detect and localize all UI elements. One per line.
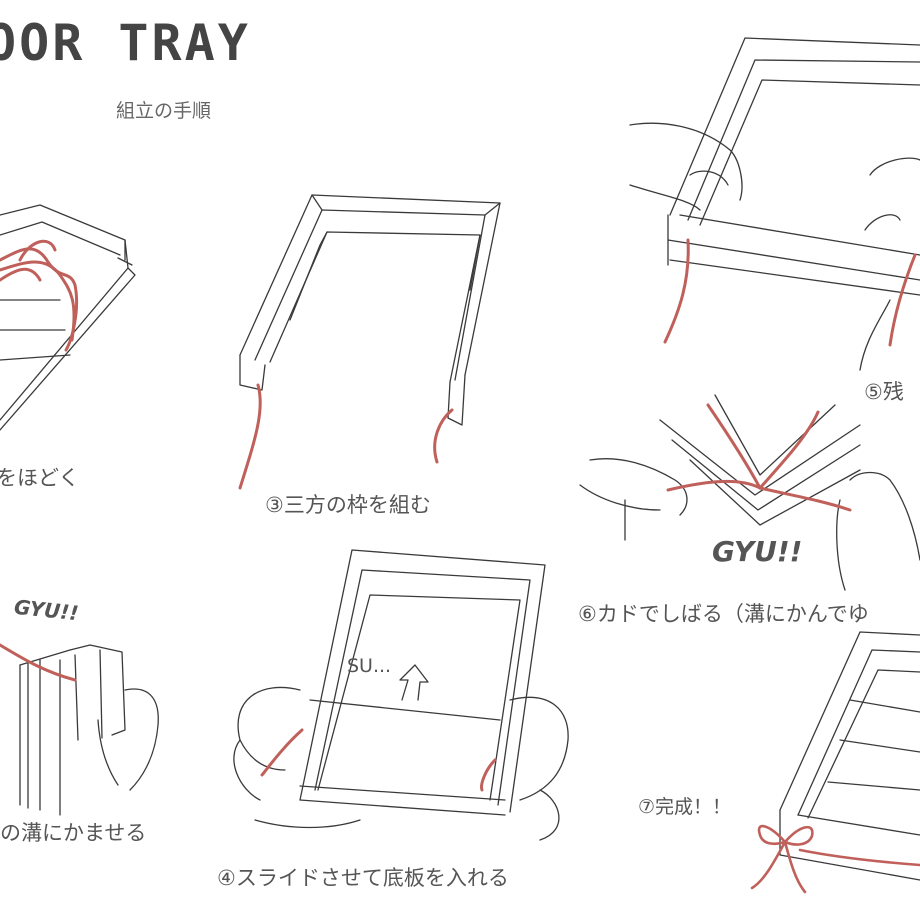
step7-bow bbox=[750, 824, 920, 894]
page-title: OOR TRAY bbox=[0, 14, 251, 72]
step6-drawing bbox=[579, 394, 920, 591]
step1-drawing bbox=[0, 204, 136, 431]
step4-string bbox=[260, 728, 497, 792]
gyu-sound-right: GYU!! bbox=[712, 535, 803, 568]
step4-caption: ④スライドさせて底板を入れる bbox=[217, 866, 509, 890]
step1-string bbox=[0, 239, 79, 352]
step2-caption: の溝にかませる bbox=[0, 821, 147, 845]
step2-drawing bbox=[19, 644, 159, 816]
page-subtitle: 組立の手順 bbox=[116, 100, 212, 122]
step1-caption: をほどく bbox=[0, 466, 80, 490]
step5-drawing bbox=[629, 37, 920, 371]
step7-drawing bbox=[779, 631, 920, 881]
step4-drawing bbox=[233, 549, 569, 841]
step2-string bbox=[0, 643, 77, 682]
su-sound: SU... bbox=[347, 655, 392, 677]
step3-caption: ③三方の枠を組む bbox=[265, 493, 431, 517]
step5-string bbox=[663, 238, 917, 347]
step3-string bbox=[238, 383, 454, 490]
step6-caption: ⑥カドでしばる（溝にかんでゆ bbox=[578, 602, 869, 626]
step3-drawing bbox=[239, 194, 501, 426]
step7-caption: ⑦完成！！ bbox=[638, 796, 732, 818]
step6-string bbox=[666, 403, 852, 512]
step5-caption: ⑤残 bbox=[864, 380, 904, 404]
